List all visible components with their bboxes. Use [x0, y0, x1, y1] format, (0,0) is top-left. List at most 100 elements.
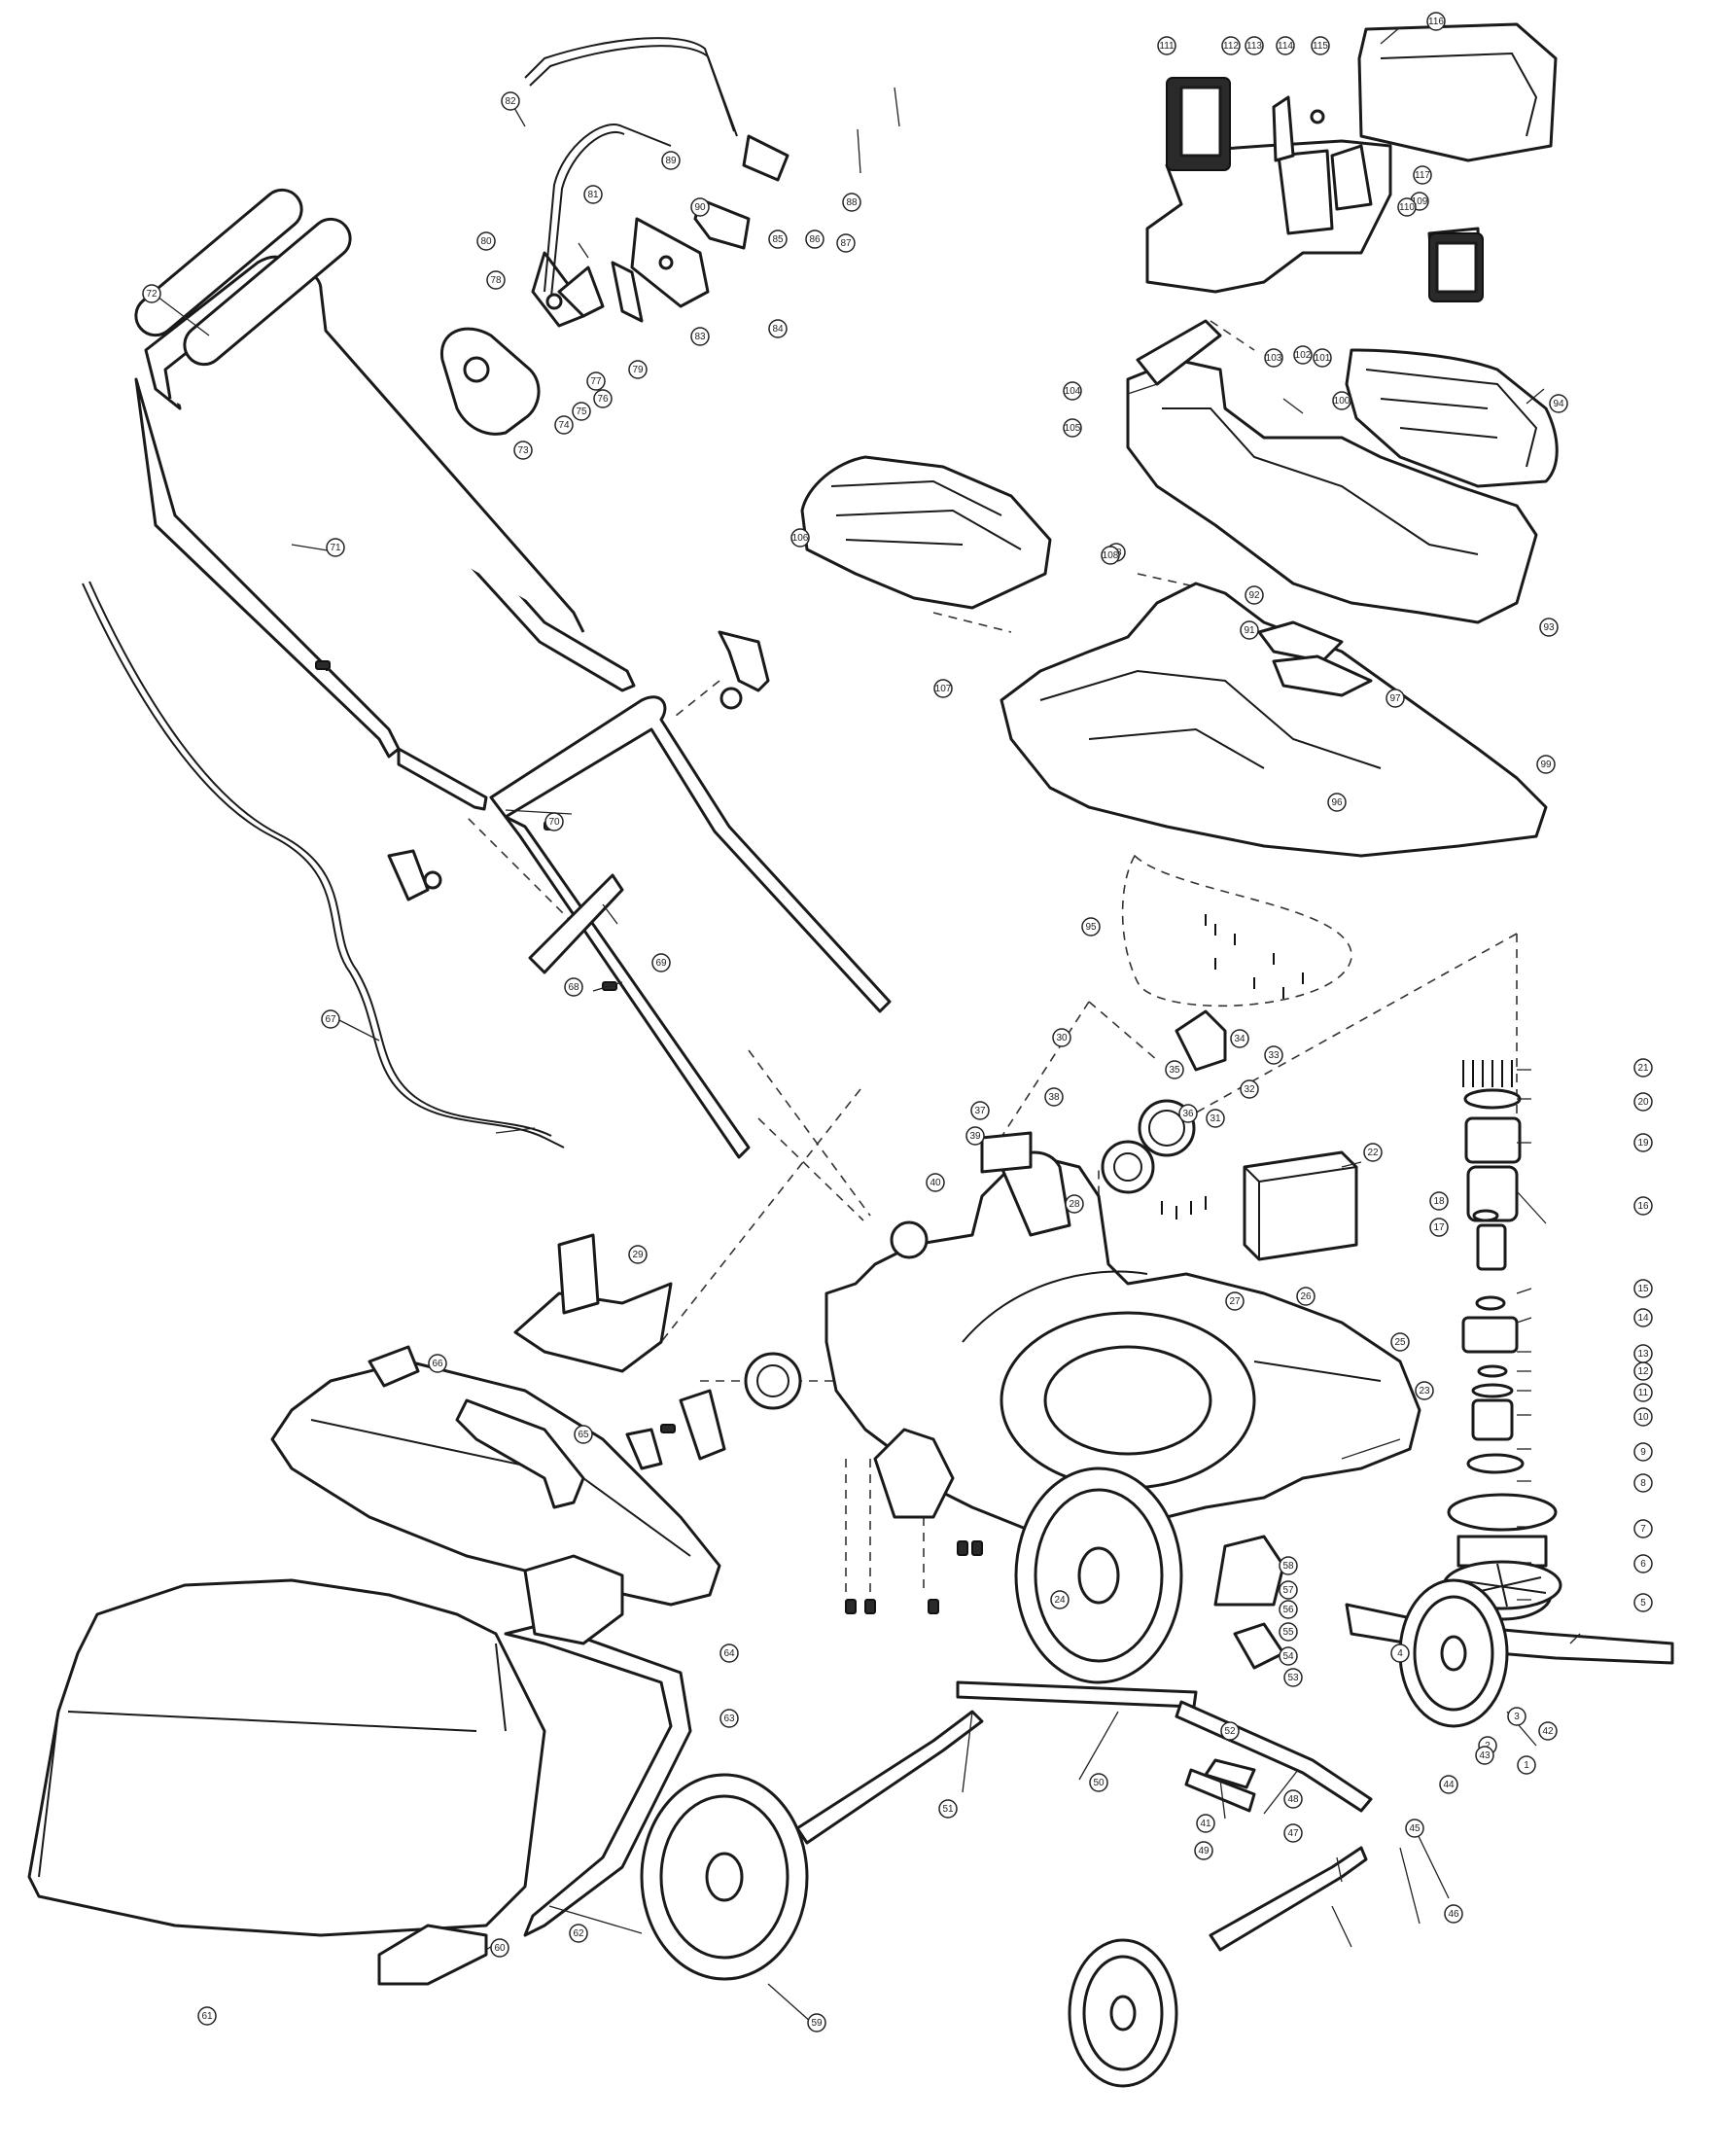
callout-number: 80 [480, 236, 492, 247]
callout-46: 46 [1444, 1904, 1463, 1924]
callout-circle [1536, 755, 1556, 774]
callout-27: 27 [1225, 1291, 1245, 1311]
callout-number: 97 [1389, 693, 1401, 704]
callout-number: 31 [1210, 1113, 1221, 1124]
callout-55: 55 [1279, 1622, 1298, 1642]
mulch-plug [513, 1233, 673, 1373]
callout-circle [1390, 1332, 1410, 1352]
callout-number: 110 [1399, 202, 1415, 213]
callout-77: 77 [586, 371, 606, 391]
callout-circle [1633, 1407, 1653, 1427]
callout-circle [1539, 618, 1559, 637]
height-adjust-lever-parts [387, 630, 770, 901]
callout-number: 49 [1198, 1846, 1210, 1856]
callout-8: 8 [1633, 1473, 1653, 1493]
callout-number: 16 [1637, 1201, 1649, 1212]
callout-83: 83 [690, 327, 710, 346]
callout-number: 84 [772, 324, 784, 335]
callout-number: 91 [1244, 625, 1255, 636]
callout-number: 9 [1640, 1447, 1646, 1458]
callout-circle [661, 151, 681, 170]
rear-flap [270, 1345, 721, 1645]
callout-49: 49 [1194, 1841, 1213, 1860]
callout-101: 101 [1313, 348, 1332, 368]
callout-68: 68 [564, 977, 583, 997]
callout-circle [1279, 1646, 1298, 1666]
callout-37: 37 [970, 1101, 990, 1120]
callout-circle [1264, 348, 1283, 368]
battery-housing-upper [1145, 22, 1558, 302]
callout-number: 86 [809, 234, 821, 245]
callout-number: 47 [1287, 1828, 1299, 1839]
callout-number: 51 [942, 1804, 954, 1815]
callout-circle [807, 2013, 826, 2032]
callout-circle [1296, 1287, 1316, 1306]
callout-7: 7 [1633, 1519, 1653, 1538]
callout-number: 76 [597, 394, 609, 405]
callout-number: 38 [1048, 1092, 1060, 1103]
callout-64: 64 [719, 1644, 739, 1663]
callout-54: 54 [1279, 1646, 1298, 1666]
callout-number: 101 [1315, 353, 1331, 364]
callout-number: 88 [846, 197, 858, 208]
callout-circle [1633, 1593, 1653, 1612]
callout-circle [1633, 1473, 1653, 1493]
callout-number: 2 [1485, 1741, 1491, 1751]
callout-28: 28 [1065, 1194, 1084, 1214]
callout-number: 70 [548, 817, 560, 828]
callout-circle [1429, 1218, 1449, 1237]
callout-number: 79 [632, 365, 644, 375]
callout-circle [1633, 1279, 1653, 1298]
callout-90: 90 [690, 197, 710, 217]
callout-56: 56 [1279, 1600, 1298, 1619]
callout-circle [1444, 1904, 1463, 1924]
callout-number: 12 [1637, 1366, 1649, 1377]
callout-number: 52 [1224, 1726, 1236, 1737]
callout-12: 12 [1633, 1361, 1653, 1381]
callout-circle [1089, 1773, 1108, 1792]
callout-circle [1332, 391, 1351, 410]
callout-96: 96 [1327, 793, 1347, 812]
callout-73: 73 [513, 441, 533, 460]
callout-circle [1633, 1383, 1653, 1402]
callout-number: 22 [1367, 1148, 1379, 1158]
callout-circle [719, 1709, 739, 1728]
callout-circle [965, 1126, 985, 1146]
callout-circle [1225, 1291, 1245, 1311]
wheel-rear-left [640, 1773, 809, 1981]
callout-105: 105 [1063, 418, 1082, 438]
callout-number: 20 [1637, 1097, 1649, 1108]
callout-94: 94 [1549, 394, 1568, 413]
callout-59: 59 [807, 2013, 826, 2032]
callout-number: 113 [1246, 41, 1262, 52]
callout-circle [569, 1924, 588, 1943]
callout-104: 104 [1063, 381, 1082, 401]
callout-circle [1240, 620, 1259, 640]
callout-number: 39 [969, 1131, 981, 1142]
callout-number: 89 [665, 156, 677, 166]
bag-frame [504, 1622, 692, 1937]
callout-number: 32 [1244, 1084, 1255, 1095]
callout-57: 57 [1279, 1580, 1298, 1600]
callout-number: 99 [1540, 760, 1552, 770]
callout-74: 74 [554, 415, 574, 435]
callout-number: 93 [1543, 622, 1555, 633]
callout-20: 20 [1633, 1092, 1653, 1112]
callout-number: 45 [1409, 1823, 1421, 1834]
callout-82: 82 [501, 91, 520, 111]
battery-pack [1243, 1150, 1358, 1261]
callout-circle [1101, 546, 1120, 565]
callout-117: 117 [1413, 165, 1432, 185]
wheels [640, 1467, 1509, 2088]
callout-13: 13 [1633, 1344, 1653, 1363]
callout-number: 23 [1419, 1386, 1430, 1396]
callout-22: 22 [1363, 1143, 1383, 1162]
callout-26: 26 [1296, 1287, 1316, 1306]
callout-1: 1 [1517, 1755, 1536, 1775]
lower-handle [489, 695, 892, 1159]
callout-48: 48 [1283, 1789, 1303, 1809]
callout-circle [1279, 1622, 1298, 1642]
callout-circle [1405, 1819, 1424, 1838]
callout-circle [1633, 1554, 1653, 1573]
callout-circle [1313, 348, 1332, 368]
